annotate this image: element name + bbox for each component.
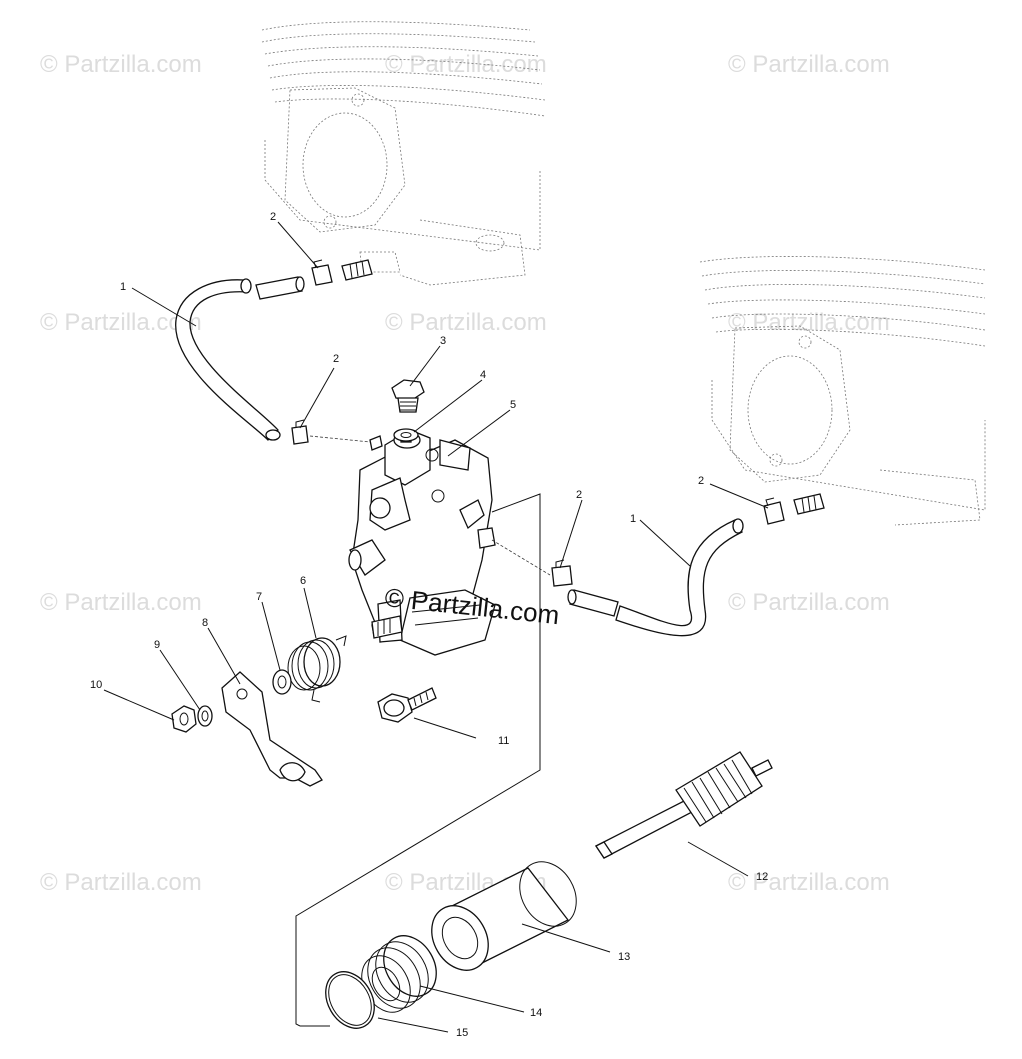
clamp-right-pump <box>551 559 573 587</box>
watermark: © Partzilla.com <box>40 869 202 896</box>
callout-2-top-right: 2 <box>698 475 704 487</box>
watermark: © Partzilla.com <box>728 869 890 896</box>
callout-3: 3 <box>440 335 446 347</box>
hose-right <box>567 518 744 637</box>
callout-7: 7 <box>256 591 262 603</box>
watermark: © Partzilla.com <box>385 51 547 78</box>
watermark: © Partzilla.com <box>728 589 890 616</box>
callout-2-pump-right: 2 <box>576 489 582 501</box>
clamp-left-lower <box>291 419 309 445</box>
leader-lines <box>103 221 769 1033</box>
hose-left <box>175 276 305 441</box>
snap-ring <box>325 971 375 1029</box>
callout-2-pump-left: 2 <box>333 353 339 365</box>
watermark: © Partzilla.com <box>728 309 890 336</box>
callout-5: 5 <box>510 399 516 411</box>
callout-1-left: 1 <box>120 281 126 293</box>
callout-1-right: 1 <box>630 513 636 525</box>
watermark: © Partzilla.com <box>728 51 890 78</box>
callout-13: 13 <box>618 951 630 963</box>
pump-lever <box>221 671 323 787</box>
callout-labels: 1 1 2 2 2 2 3 4 5 6 7 8 9 10 11 12 13 14… <box>90 211 768 1039</box>
callout-14: 14 <box>530 1007 542 1019</box>
washer-top <box>393 428 419 442</box>
callout-8: 8 <box>202 617 208 629</box>
engine-cylinder-right <box>699 256 986 526</box>
watermark: © Partzilla.com <box>40 51 202 78</box>
bolt-top <box>391 379 425 413</box>
torsion-spring <box>287 635 347 703</box>
washer-small <box>197 705 213 727</box>
callout-11: 11 <box>498 735 509 747</box>
callout-2-top-left: 2 <box>270 211 276 223</box>
callout-6: 6 <box>300 575 306 587</box>
callout-15: 15 <box>456 1027 468 1039</box>
collar <box>431 861 577 971</box>
callout-12: 12 <box>756 871 768 883</box>
route-line <box>491 539 551 576</box>
bolt-lower <box>377 687 437 723</box>
drive-shaft <box>595 751 773 859</box>
clamp-upper-left <box>311 259 373 286</box>
coil-spring <box>361 935 437 1013</box>
callout-9: 9 <box>154 639 160 651</box>
clamp-upper-right <box>763 493 825 525</box>
callout-4: 4 <box>480 369 486 381</box>
pump-stud <box>371 615 403 639</box>
nut <box>171 705 197 733</box>
watermark: © Partzilla.com <box>40 589 202 616</box>
watermark: © Partzilla.com <box>385 309 547 336</box>
callout-10: 10 <box>90 679 102 691</box>
washer-mid <box>272 669 292 695</box>
engine-cylinder-left <box>261 21 546 286</box>
route-line <box>309 435 371 443</box>
reference-frame <box>295 493 541 1027</box>
